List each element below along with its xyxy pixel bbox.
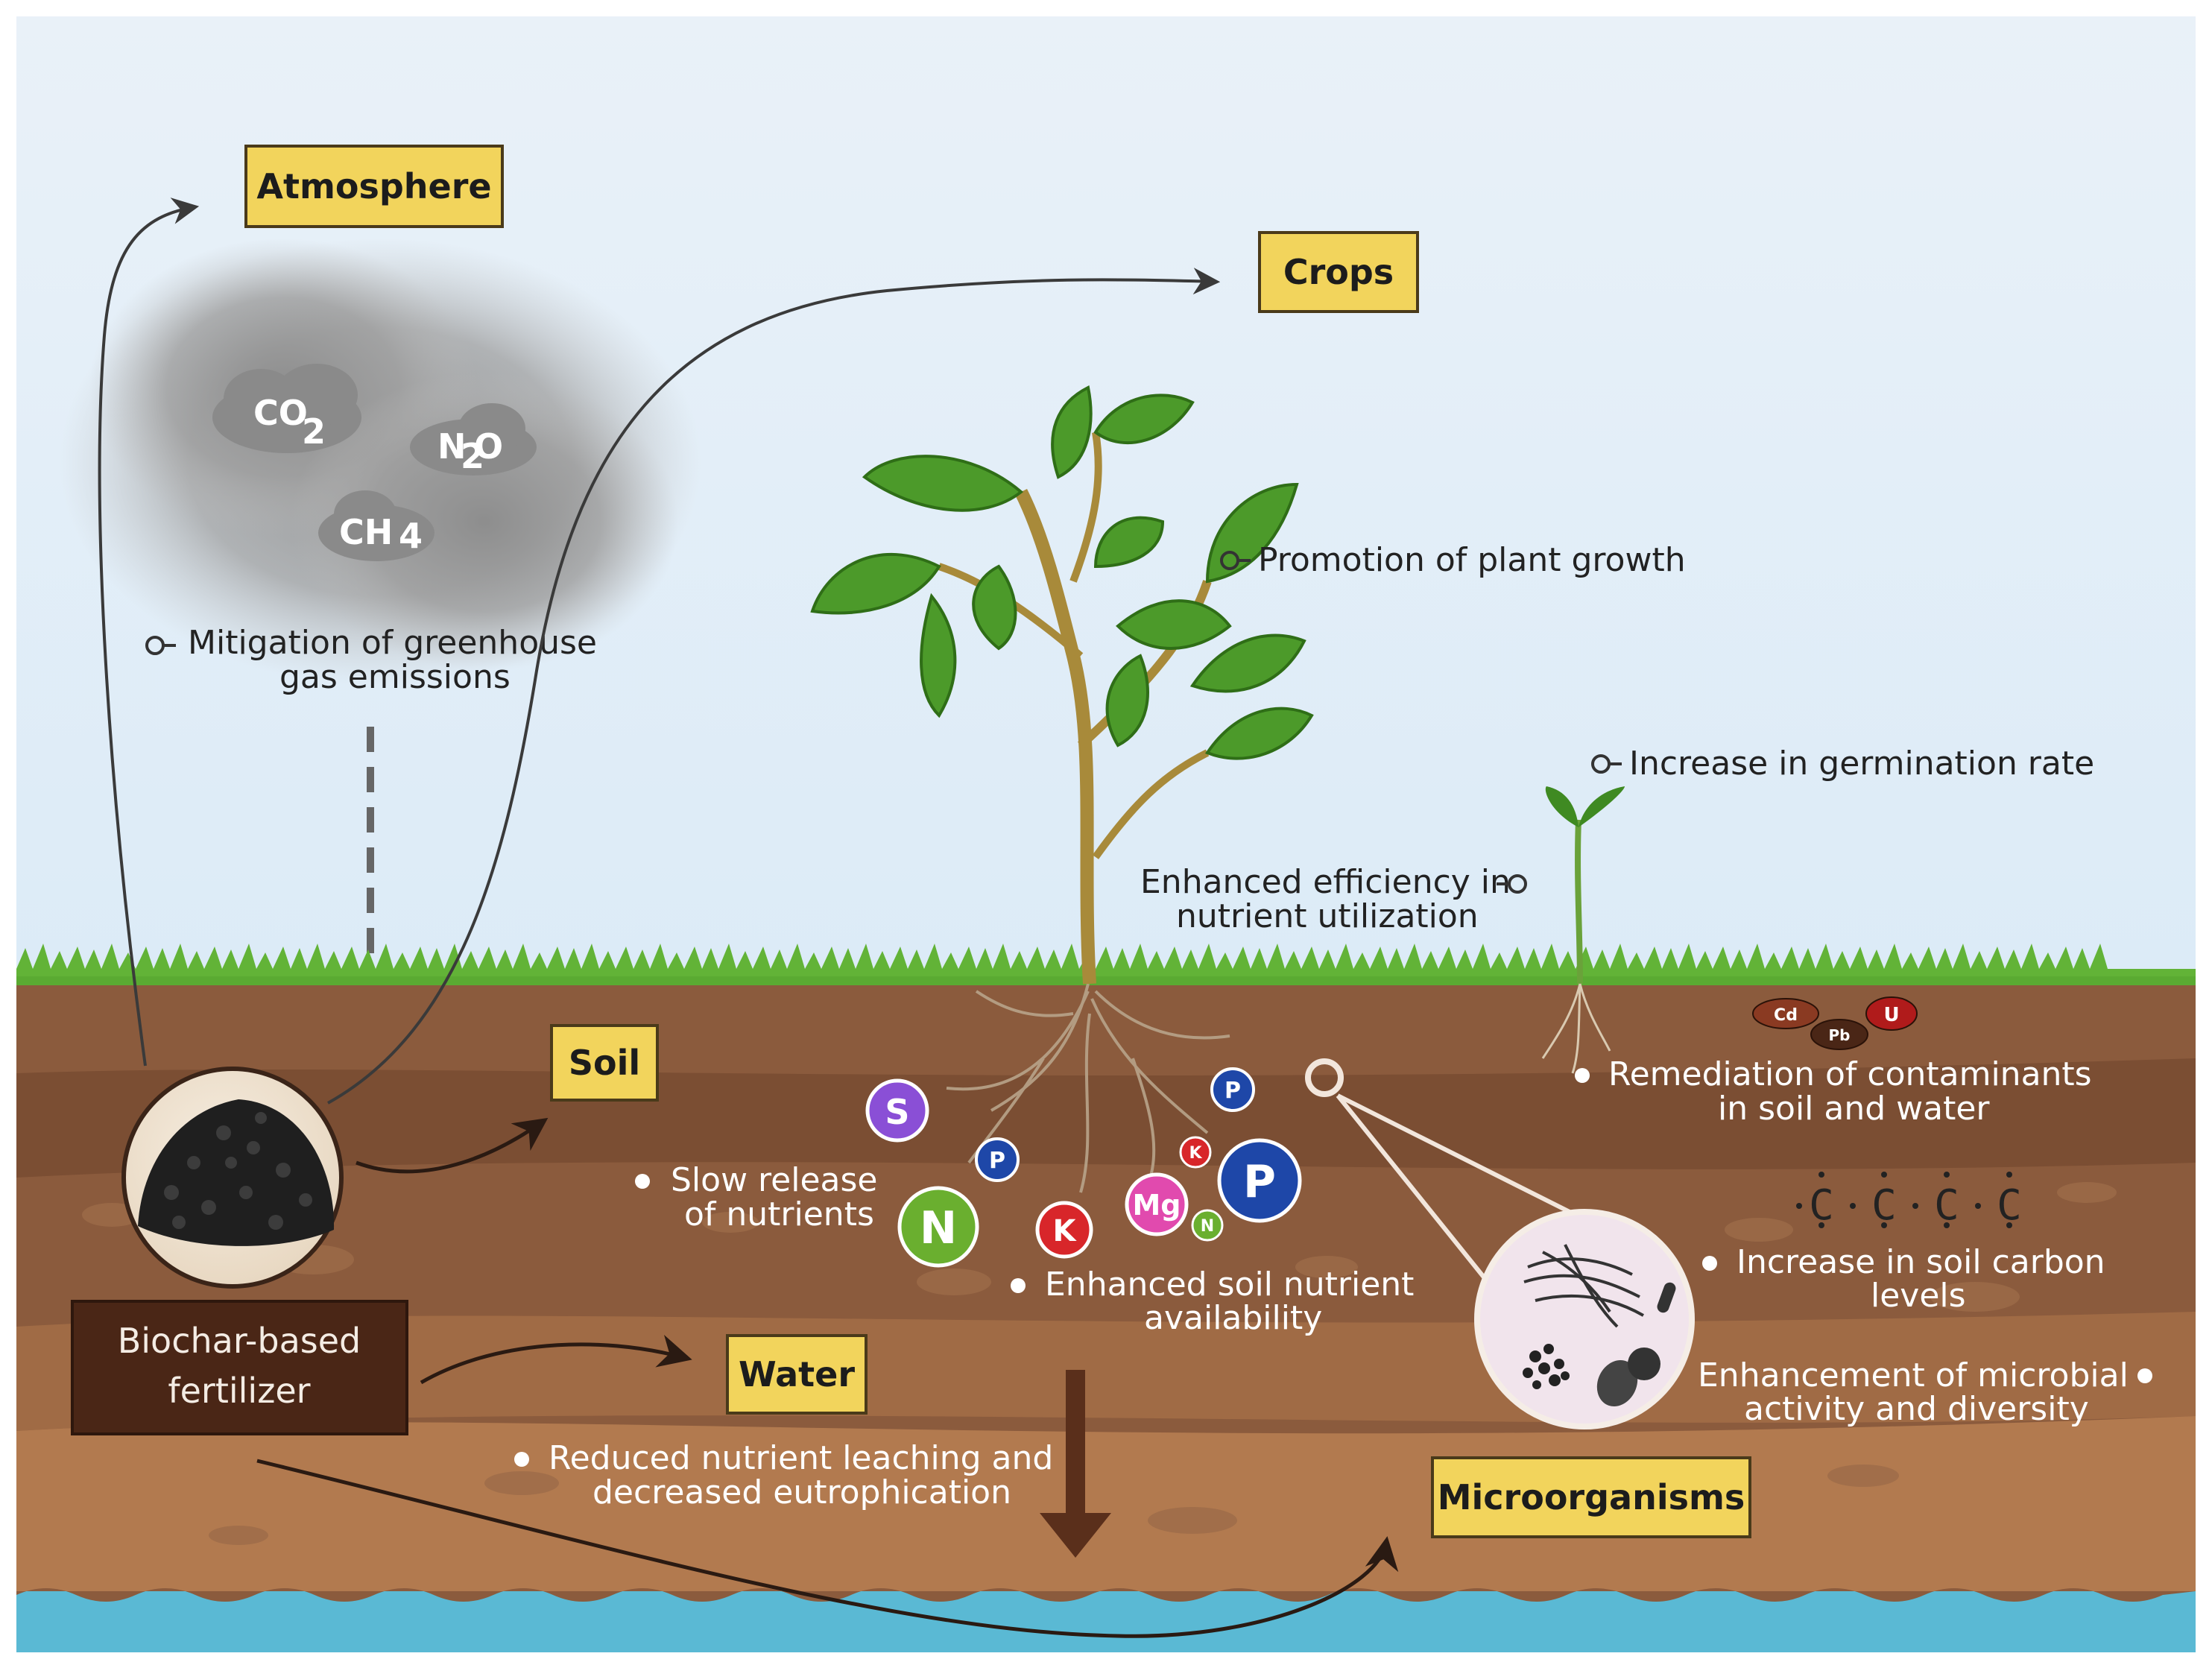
svg-text:Microorganisms: Microorganisms	[1438, 1477, 1745, 1517]
annotation-soil-carbon: Increase in soil carbon levels	[1702, 1243, 2105, 1315]
svg-text:in soil and water: in soil and water	[1718, 1090, 1990, 1128]
ch4-subscript: 4	[399, 516, 423, 556]
svg-text:availability: availability	[1144, 1299, 1322, 1337]
nutrient-n-small: N	[1191, 1209, 1224, 1242]
nutrient-k-small: K	[1179, 1136, 1212, 1169]
svg-text:Soil: Soil	[569, 1043, 640, 1083]
carbon-chain-illustration: C C C C	[1796, 1172, 2022, 1230]
nutrient-mg: Mg	[1125, 1172, 1189, 1236]
svg-text:Promotion of plant growth: Promotion of plant growth	[1258, 541, 1686, 579]
nutrient-p-small-1: P	[975, 1137, 1020, 1182]
svg-text:Enhanced efficiency in: Enhanced efficiency in	[1140, 863, 1511, 901]
svg-text:P: P	[989, 1148, 1005, 1174]
svg-text:of nutrients: of nutrients	[684, 1195, 874, 1233]
n2o-label-n: N	[437, 426, 467, 467]
annotation-efficiency: Enhanced efficiency in nutrient utilizat…	[1140, 863, 1527, 935]
svg-text:Slow release: Slow release	[671, 1161, 878, 1199]
arrow-to-soil	[356, 1117, 549, 1174]
svg-text:Enhanced soil nutrient: Enhanced soil nutrient	[1045, 1266, 1414, 1304]
microbe-magnifier-illustration	[1305, 1058, 1695, 1429]
svg-text:Mg: Mg	[1132, 1189, 1181, 1222]
ch4-cloud-icon: CH 4	[318, 490, 434, 561]
svg-text:Enhancement of microbial: Enhancement of microbial	[1698, 1356, 2129, 1394]
n2o-cloud-icon: N 2 O	[410, 403, 537, 476]
nutrient-n-large: N	[897, 1186, 979, 1268]
svg-text:Increase in soil carbon: Increase in soil carbon	[1737, 1243, 2105, 1281]
svg-text:Cd: Cd	[1774, 1006, 1798, 1025]
annotation-ghg: Mitigation of greenhouse gas emissions	[145, 624, 597, 696]
contaminant-u: U	[1865, 996, 1918, 1031]
greenhouse-gas-cloud	[60, 238, 701, 686]
fertilizer-box: Biochar-based fertilizer	[71, 1300, 408, 1435]
svg-text:P: P	[1224, 1078, 1241, 1104]
co2-subscript: 2	[302, 411, 326, 452]
nutrient-k-large: K	[1035, 1201, 1093, 1259]
annotation-plant-growth: Promotion of plant growth	[1220, 541, 1686, 579]
soil-box: Soil	[550, 1024, 659, 1102]
ch4-label: CH	[339, 512, 393, 552]
nutrient-p-small-2: P	[1210, 1067, 1255, 1112]
annotation-nutrient-availability: Enhanced soil nutrient availability	[1011, 1266, 1414, 1337]
svg-text:K: K	[1053, 1214, 1078, 1248]
svg-text:C: C	[1934, 1181, 1959, 1230]
microorganisms-box: Microorganisms	[1431, 1456, 1751, 1538]
svg-text:levels: levels	[1871, 1277, 1966, 1315]
water-box: Water	[726, 1334, 868, 1415]
svg-text:nutrient utilization: nutrient utilization	[1176, 897, 1479, 935]
svg-text:Atmosphere: Atmosphere	[256, 166, 491, 206]
svg-text:N: N	[920, 1202, 957, 1254]
arrow-down-leaching	[1040, 1370, 1111, 1558]
svg-text:decreased eutrophication: decreased eutrophication	[592, 1473, 1011, 1511]
soil-pebbles	[82, 1182, 2117, 1545]
annotation-leaching: Reduced nutrient leaching and decreased …	[514, 1439, 1053, 1511]
crops-box: Crops	[1258, 231, 1419, 313]
svg-text:N: N	[1201, 1217, 1214, 1236]
svg-text:K: K	[1189, 1144, 1202, 1163]
contaminant-cd: Cd	[1752, 998, 1819, 1029]
svg-text:Increase in germination rate: Increase in germination rate	[1629, 745, 2094, 783]
annotation-germination: Increase in germination rate	[1591, 745, 2094, 783]
n2o-subscript: 2	[461, 436, 484, 476]
arrow-to-crops	[327, 268, 1221, 1105]
arrow-to-water	[420, 1334, 692, 1385]
svg-text:C: C	[1997, 1181, 2022, 1230]
co2-cloud-icon: CO 2	[212, 364, 361, 453]
annotation-remediation: Remediation of contaminants in soil and …	[1575, 1055, 2092, 1128]
arrow-to-microorganisms	[256, 1459, 1399, 1638]
svg-text:gas emissions: gas emissions	[279, 658, 511, 696]
svg-text:Mitigation of greenhouse: Mitigation of greenhouse	[188, 624, 597, 662]
main-plant-illustration	[810, 385, 1314, 985]
contaminant-pb: Pb	[1810, 1019, 1868, 1050]
annotation-slow-release: Slow release of nutrients	[635, 1161, 878, 1233]
annotation-microbial: Enhancement of microbial activity and di…	[1698, 1356, 2152, 1428]
svg-text:fertilizer: fertilizer	[168, 1371, 310, 1411]
svg-text:Reduced nutrient leaching and: Reduced nutrient leaching and	[549, 1439, 1053, 1477]
svg-text:U: U	[1883, 1004, 1899, 1026]
nutrient-s: S	[865, 1078, 929, 1143]
svg-text:activity and diversity: activity and diversity	[1744, 1390, 2089, 1428]
svg-text:C: C	[1809, 1181, 1834, 1230]
svg-text:Water: Water	[739, 1354, 855, 1394]
arrow-to-atmosphere	[98, 198, 200, 1067]
biochar-pile-illustration	[121, 1067, 344, 1289]
svg-text:Pb: Pb	[1829, 1026, 1851, 1044]
svg-text:Biochar-based: Biochar-based	[118, 1321, 361, 1361]
n2o-label-o: O	[474, 426, 503, 467]
svg-text:Crops: Crops	[1283, 252, 1394, 292]
svg-text:P: P	[1243, 1156, 1276, 1208]
seedling-illustration	[1541, 786, 1625, 1074]
svg-text:Remediation of contaminants: Remediation of contaminants	[1608, 1055, 2092, 1093]
svg-text:S: S	[885, 1092, 909, 1132]
water-layer	[16, 1591, 2196, 1652]
nutrient-p-large: P	[1217, 1138, 1302, 1223]
atmosphere-box: Atmosphere	[244, 145, 504, 228]
co2-label: CO	[253, 393, 308, 433]
svg-text:C: C	[1871, 1181, 1897, 1230]
